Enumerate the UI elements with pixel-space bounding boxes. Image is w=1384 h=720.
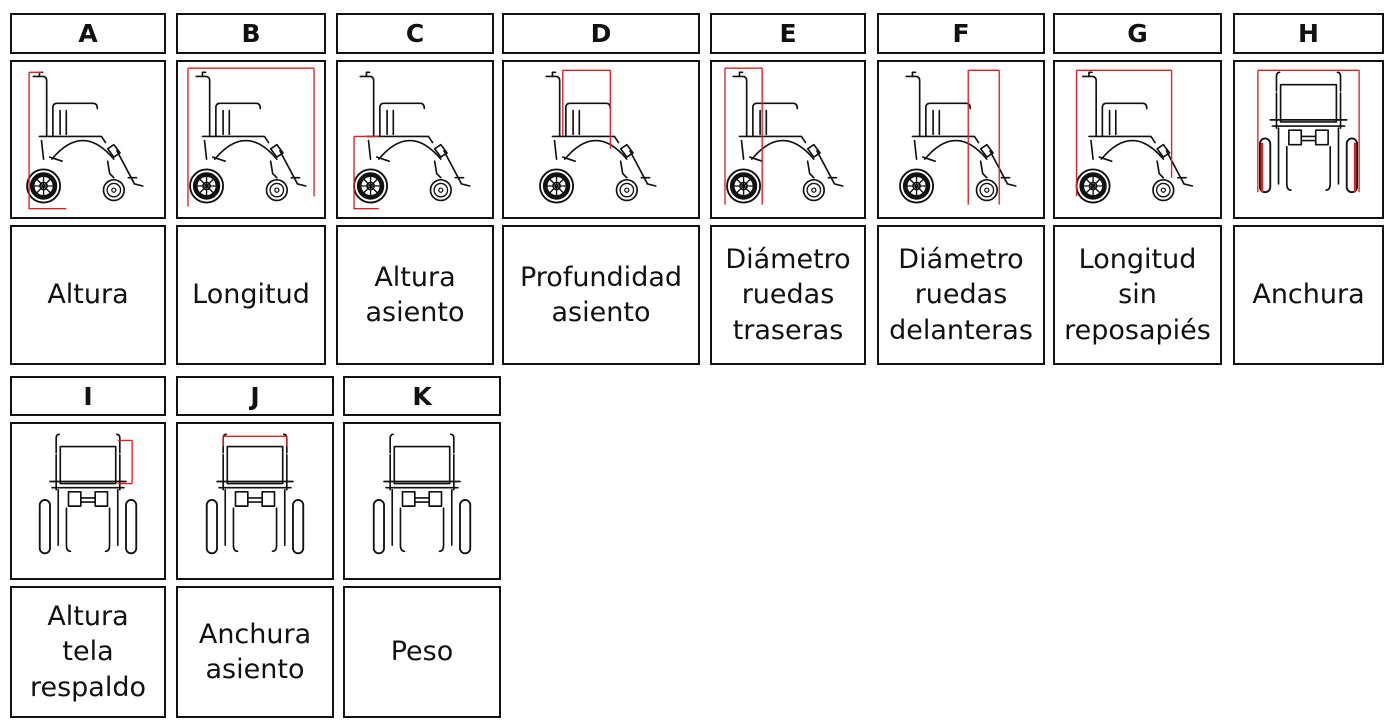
column-header-g: G	[1053, 13, 1222, 54]
dimension-label-line: asiento	[365, 297, 465, 328]
dimension-label-line: asiento	[551, 297, 651, 328]
column-header-c: C	[336, 13, 494, 54]
dimension-label-b: Longitud	[176, 225, 326, 365]
dimension-label-line: reposapiés	[1064, 314, 1211, 346]
wheelchair-diagram-e	[710, 60, 866, 219]
dimension-label-line: ruedas	[914, 279, 1008, 311]
dimension-label-line: Peso	[390, 636, 454, 668]
wheelchair-diagram-j	[176, 422, 334, 580]
dimension-label-line: Profundidad	[519, 261, 683, 293]
wheelchair-diagram-d	[502, 60, 700, 219]
wheelchair-diagram-c	[336, 60, 494, 219]
wheelchair-side-view-icon	[1075, 69, 1194, 204]
dimension-label-a: Altura	[10, 225, 166, 365]
dimension-label-line: tela	[62, 636, 114, 668]
wheelchair-front-view-icon	[38, 433, 138, 555]
wheelchair-side-view-icon	[539, 69, 657, 204]
wheelchair-front-view-icon	[205, 433, 305, 555]
column-header-a: A	[10, 13, 166, 54]
wheelchair-diagram-b	[176, 60, 326, 219]
wheelchair-diagram-f	[877, 60, 1045, 219]
wheelchair-diagram-i	[10, 422, 166, 580]
dimension-label-line: ruedas	[741, 279, 835, 311]
dimension-label-line: Longitud	[192, 279, 310, 311]
column-header-i: I	[10, 376, 166, 416]
dimension-label-line: Diámetro	[725, 244, 851, 276]
wheelchair-front-view-icon	[372, 433, 472, 555]
column-header-j: J	[176, 376, 334, 416]
wheelchair-diagram-a	[10, 60, 166, 219]
dimension-label-line: Anchura	[198, 618, 312, 650]
dimension-label-line: Altura	[47, 279, 129, 311]
wheelchair-side-view-icon	[187, 67, 315, 207]
column-header-k: K	[343, 376, 501, 416]
wheelchair-side-view-icon	[353, 71, 471, 210]
dimension-label-line: Diámetro	[898, 244, 1024, 276]
column-header-f: F	[877, 13, 1045, 54]
column-header-b: B	[176, 13, 326, 54]
wheelchair-side-view-icon	[724, 67, 844, 205]
dimension-label-line: delanteras	[889, 314, 1033, 346]
column-header-e: E	[710, 13, 866, 54]
wheelchair-diagram-g	[1053, 60, 1222, 219]
wheelchair-side-view-icon	[899, 69, 1017, 205]
wheelchair-diagram-k	[343, 422, 501, 580]
dimension-label-line: asiento	[205, 654, 305, 685]
dimension-label-k: Peso	[343, 586, 501, 718]
dimension-label-line: respaldo	[29, 671, 147, 703]
dimension-label-line: traseras	[732, 314, 844, 346]
wheelchair-diagram-h	[1233, 60, 1384, 219]
wheelchair-front-view-icon	[1257, 69, 1360, 194]
dimension-label-d: Profundidad asiento	[502, 225, 700, 365]
dimension-label-j: Anchura asiento	[176, 586, 334, 718]
dimension-label-c: Altura asiento	[336, 225, 494, 365]
wheelchair-side-view-icon	[26, 71, 144, 210]
dimension-label-line: sin	[1118, 279, 1157, 311]
dimension-label-line: Longitud	[1078, 244, 1197, 276]
dimension-label-line: Anchura	[1252, 279, 1365, 311]
column-header-h: H	[1233, 13, 1384, 54]
dimension-label-line: Altura	[47, 601, 129, 633]
dimension-label-line: Altura	[374, 261, 456, 293]
dimension-label-h: Anchura	[1233, 225, 1384, 365]
column-header-d: D	[502, 13, 700, 54]
